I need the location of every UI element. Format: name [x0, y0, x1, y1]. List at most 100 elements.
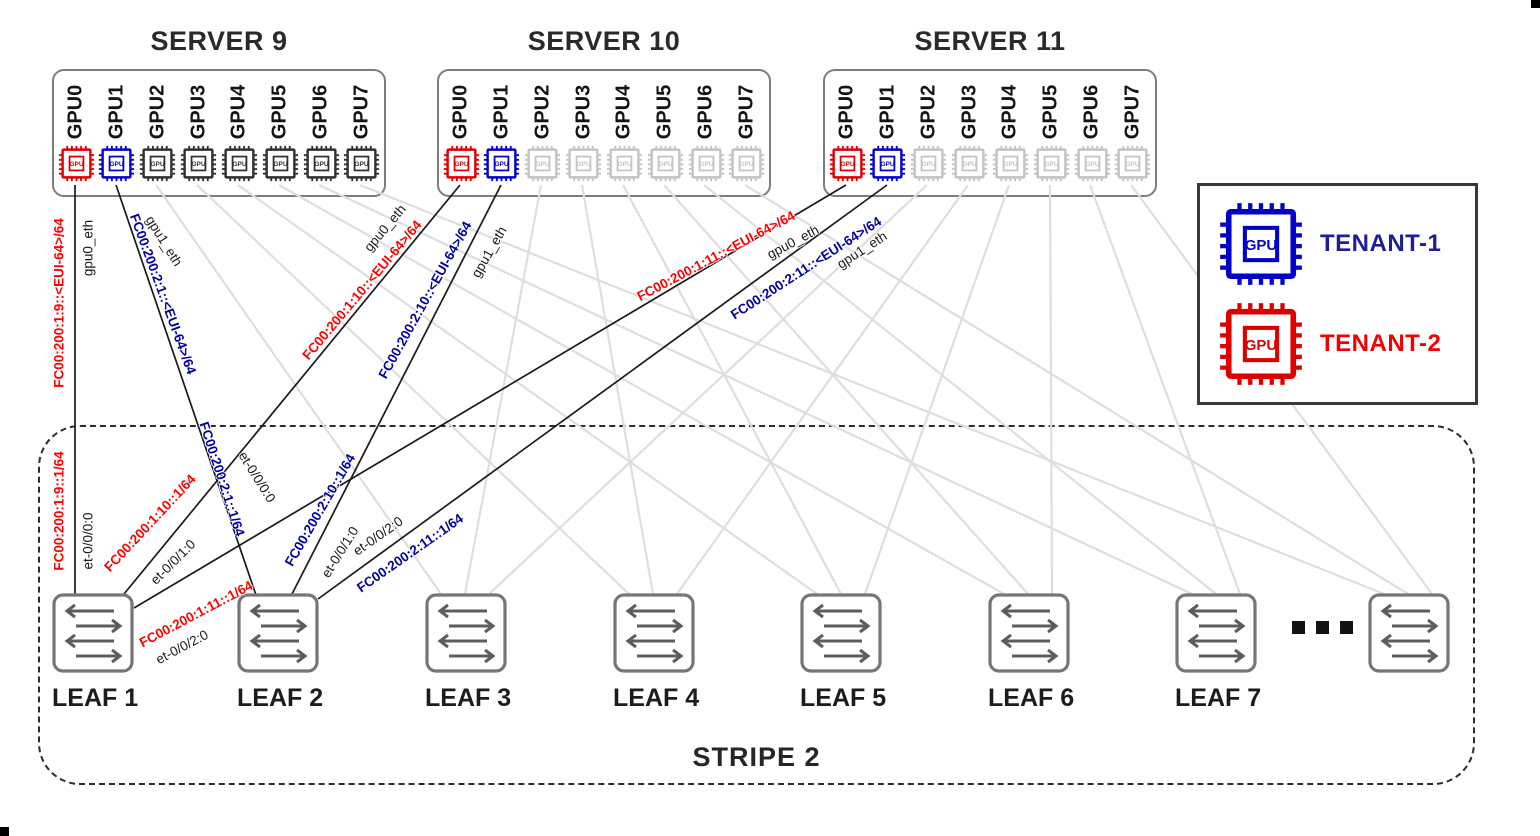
gpu-label: GPU0: [449, 84, 472, 140]
legend-row-tenant-1: TENANT-1: [1218, 201, 1475, 287]
leaf-label: LEAF 1: [52, 684, 139, 712]
gpu-label: GPU3: [187, 84, 210, 140]
gpu-chip-icon: [98, 145, 135, 182]
gpu-label: GPU7: [350, 84, 373, 140]
gpu-slot: GPU5: [261, 79, 299, 189]
leaf-6: LEAF 6: [988, 593, 1074, 713]
gpu-slot: GPU2: [524, 79, 562, 189]
gpu-label: GPU6: [694, 84, 717, 140]
gpu-slot: GPU0: [828, 79, 866, 189]
gpu-chip-icon: [992, 145, 1029, 182]
server-title: SERVER 10: [527, 26, 681, 56]
gpu-label: GPU6: [1080, 84, 1103, 140]
gpu-label: GPU2: [146, 84, 169, 140]
gpu-label: GPU5: [268, 84, 291, 140]
gpu-label: GPU0: [835, 84, 858, 140]
gpu-slot: GPU7: [343, 79, 381, 189]
gpu-chip-icon: [221, 145, 258, 182]
gpu-label: GPU1: [876, 84, 899, 140]
gpu-slot: GPU6: [687, 79, 725, 189]
tenant1-chip-icon: [1218, 201, 1304, 287]
gpu-chip-icon: [1114, 145, 1151, 182]
server-10: SERVER 10 GPU0 GPU1 GPU2 GPU3 GPU4 GPU5 …: [437, 26, 771, 197]
gpu-slot: GPU1: [98, 79, 136, 189]
gpu-label: GPU2: [531, 84, 554, 140]
link-host-interface: gpu1_eth: [468, 223, 510, 281]
gpu-label: GPU7: [735, 84, 758, 140]
switch-icon: [237, 593, 319, 673]
gpu-slot: GPU0: [442, 79, 480, 189]
gpu-label: GPU3: [572, 84, 595, 140]
gpu-label: GPU5: [653, 84, 676, 140]
gpu-label: GPU3: [958, 84, 981, 140]
switch-icon: [425, 593, 507, 673]
gpu-slot: GPU2: [910, 79, 948, 189]
gpu-slot: GPU3: [565, 79, 603, 189]
gpu-chip-icon: [951, 145, 988, 182]
switch-icon: [613, 593, 695, 673]
leaf-2: LEAF 2: [237, 593, 323, 713]
gpu-slot: GPU5: [1032, 79, 1070, 189]
gpu-chip-icon: [524, 145, 561, 182]
gpu-chip-icon: [180, 145, 217, 182]
gpu-label: GPU0: [64, 84, 87, 140]
switch-icon: [800, 593, 882, 673]
ellipsis-icon: [1292, 621, 1353, 634]
gpu-label: GPU1: [490, 84, 513, 140]
gpu-slot: GPU4: [220, 79, 258, 189]
link-host-address: FC00:200:1:9::<EUI-64>/64: [51, 218, 67, 388]
gpu-label: GPU4: [227, 84, 250, 140]
leaf-5: LEAF 5: [800, 593, 887, 713]
legend: TENANT-1 TENANT-2: [1197, 183, 1478, 405]
server-box: GPU0 GPU1 GPU2 GPU3 GPU4 GPU5 GPU6 GPU7: [52, 69, 386, 197]
server-title: SERVER 11: [914, 26, 1066, 56]
server-9: SERVER 9 GPU0 GPU1 GPU2 GPU3 GPU4 GPU5 G…: [52, 26, 386, 197]
gpu-chip-icon: [606, 145, 643, 182]
gpu-chip-icon: [728, 145, 765, 182]
stripe-label: STRIPE 2: [692, 742, 821, 772]
gpu-slot: GPU6: [1073, 79, 1111, 189]
gpu-chip-icon: [565, 145, 602, 182]
gpu-chip-icon: [343, 145, 380, 182]
gpu-label: GPU1: [105, 84, 128, 140]
tenant2-chip-icon: [1218, 301, 1304, 387]
gpu-chip-icon: [647, 145, 684, 182]
corner-mark: [1531, 0, 1540, 8]
gpu-slot: GPU3: [180, 79, 218, 189]
gpu-chip-icon: [829, 145, 866, 182]
gpu-slot: GPU7: [728, 79, 766, 189]
gpu-label: GPU5: [1039, 84, 1062, 140]
leaf-8: [1368, 593, 1450, 684]
gpu-label: GPU7: [1121, 84, 1144, 140]
legend-row-tenant-2: TENANT-2: [1218, 301, 1475, 387]
leaf-1: LEAF 1: [52, 593, 139, 713]
gpu-slot: GPU6: [302, 79, 340, 189]
link-host-interface: gpu0_eth: [80, 219, 96, 277]
gpu-label: GPU4: [612, 84, 635, 140]
switch-icon: [988, 593, 1070, 673]
server-box: GPU0 GPU1 GPU2 GPU3 GPU4 GPU5 GPU6 GPU7: [823, 69, 1157, 197]
gpu-slot: GPU1: [869, 79, 907, 189]
corner-mark: [0, 827, 9, 836]
gpu-label: GPU2: [917, 84, 940, 140]
leaf-label: LEAF 5: [800, 684, 887, 712]
server-box: GPU0 GPU1 GPU2 GPU3 GPU4 GPU5 GPU6 GPU7: [437, 69, 771, 197]
gpu-chip-icon: [910, 145, 947, 182]
gpu-chip-icon: [303, 145, 340, 182]
leaf-3: LEAF 3: [425, 593, 512, 713]
gpu-chip-icon: [139, 145, 176, 182]
leaf-label: LEAF 3: [425, 684, 512, 712]
server-11: SERVER 11 GPU0 GPU1 GPU2 GPU3 GPU4 GPU5 …: [823, 26, 1157, 197]
leaf-label: LEAF 4: [613, 684, 700, 712]
gpu-chip-icon: [869, 145, 906, 182]
gpu-slot: GPU4: [605, 79, 643, 189]
switch-icon: [1368, 593, 1450, 673]
gpu-slot: GPU4: [991, 79, 1029, 189]
gpu-chip-icon: [1074, 145, 1111, 182]
gpu-chip-icon: [688, 145, 725, 182]
gpu-slot: GPU0: [57, 79, 95, 189]
gpu-chip-icon: [262, 145, 299, 182]
gpu-slot: GPU7: [1114, 79, 1152, 189]
switch-icon: [1175, 593, 1257, 673]
